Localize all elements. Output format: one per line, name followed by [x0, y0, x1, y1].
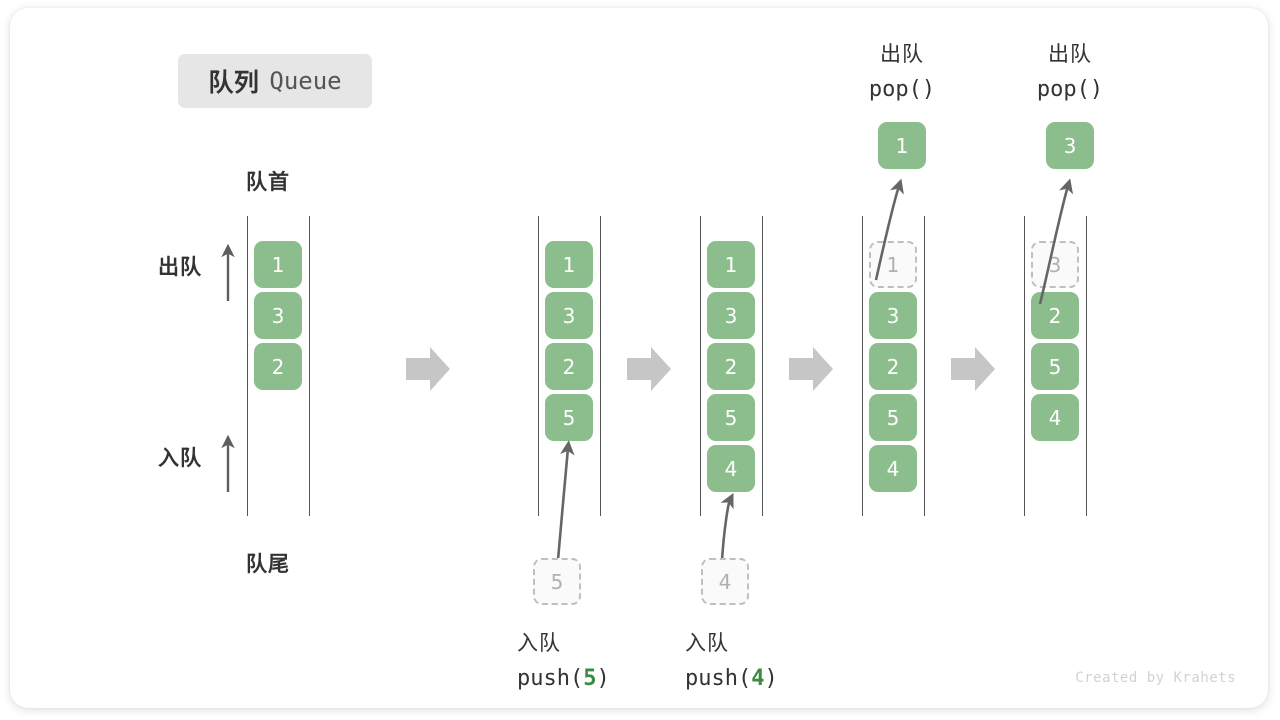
queue-slot: 2 [1031, 292, 1079, 339]
step-arrow-4 [951, 347, 995, 391]
operation-caption-after-pop-3: 出队 pop() [1010, 36, 1130, 108]
queue-rail-right [1086, 216, 1087, 516]
operation-caption-after-push-4: 入队 push(4) [625, 625, 805, 697]
dequeue-direction-label: 出队 [158, 255, 202, 279]
operation-label-cn: 入队 [685, 631, 729, 655]
step-arrow-3 [789, 347, 833, 391]
step-arrow-2 [627, 347, 671, 391]
queue-slot: 3 [254, 292, 302, 339]
step-arrow-1 [406, 347, 450, 391]
queue-slot: 5 [1031, 343, 1079, 390]
queue-slot: 3 [869, 292, 917, 339]
operation-code: pop() [868, 77, 936, 102]
operation-label-cn: 出队 [880, 42, 924, 66]
pending-push-box: 5 [533, 558, 581, 605]
operation-label-cn: 出队 [1048, 42, 1092, 66]
pending-push-box: 4 [701, 558, 749, 605]
queue-slot: 5 [707, 394, 755, 441]
push-4-arrow [720, 493, 734, 561]
title-english: Queue [269, 67, 342, 95]
arrow-overlay [221, 178, 1074, 561]
queue-rail-left [538, 216, 539, 516]
front-label: 队首 [246, 170, 290, 194]
queue-rail-left [862, 216, 863, 516]
rear-label: 队尾 [246, 552, 290, 576]
operation-caption-after-pop-1: 出队 pop() [842, 36, 962, 108]
diagram-title-badge: 队列 Queue [178, 54, 372, 108]
queue-slot: 3 [707, 292, 755, 339]
enqueue-direction-label: 入队 [158, 446, 202, 470]
queue-slot: 1 [545, 241, 593, 288]
operation-argument: 5 [583, 666, 597, 691]
queue-slot-ghost: 1 [869, 241, 917, 288]
queue-slot: 5 [869, 394, 917, 441]
queue-slot: 5 [545, 394, 593, 441]
queue-rail-right [924, 216, 925, 516]
popped-value-box: 1 [878, 122, 926, 169]
popped-value-box: 3 [1046, 122, 1094, 169]
queue-rail-left [1024, 216, 1025, 516]
queue-rail-right [600, 216, 601, 516]
queue-rail-left [247, 216, 248, 516]
queue-slot: 2 [869, 343, 917, 390]
operation-caption-after-push-5: 入队 push(5) [457, 625, 637, 697]
queue-slot: 4 [707, 445, 755, 492]
queue-slot: 1 [707, 241, 755, 288]
operation-label-cn: 入队 [517, 631, 561, 655]
queue-slot: 1 [254, 241, 302, 288]
queue-slot-ghost: 3 [1031, 241, 1079, 288]
queue-rail-right [309, 216, 310, 516]
queue-slot: 4 [1031, 394, 1079, 441]
queue-slot: 3 [545, 292, 593, 339]
queue-slot: 4 [869, 445, 917, 492]
operation-code: push(4) [685, 666, 778, 691]
operation-code: pop() [1036, 77, 1104, 102]
operation-argument: 4 [751, 666, 765, 691]
queue-slot: 2 [545, 343, 593, 390]
credit-text: Created by Krahets [1075, 670, 1236, 686]
queue-slot: 2 [707, 343, 755, 390]
queue-rail-right [762, 216, 763, 516]
title-chinese: 队列 [208, 68, 260, 97]
queue-slot: 2 [254, 343, 302, 390]
queue-rail-left [700, 216, 701, 516]
operation-code: push(5) [517, 666, 610, 691]
push-5-arrow [556, 440, 575, 561]
